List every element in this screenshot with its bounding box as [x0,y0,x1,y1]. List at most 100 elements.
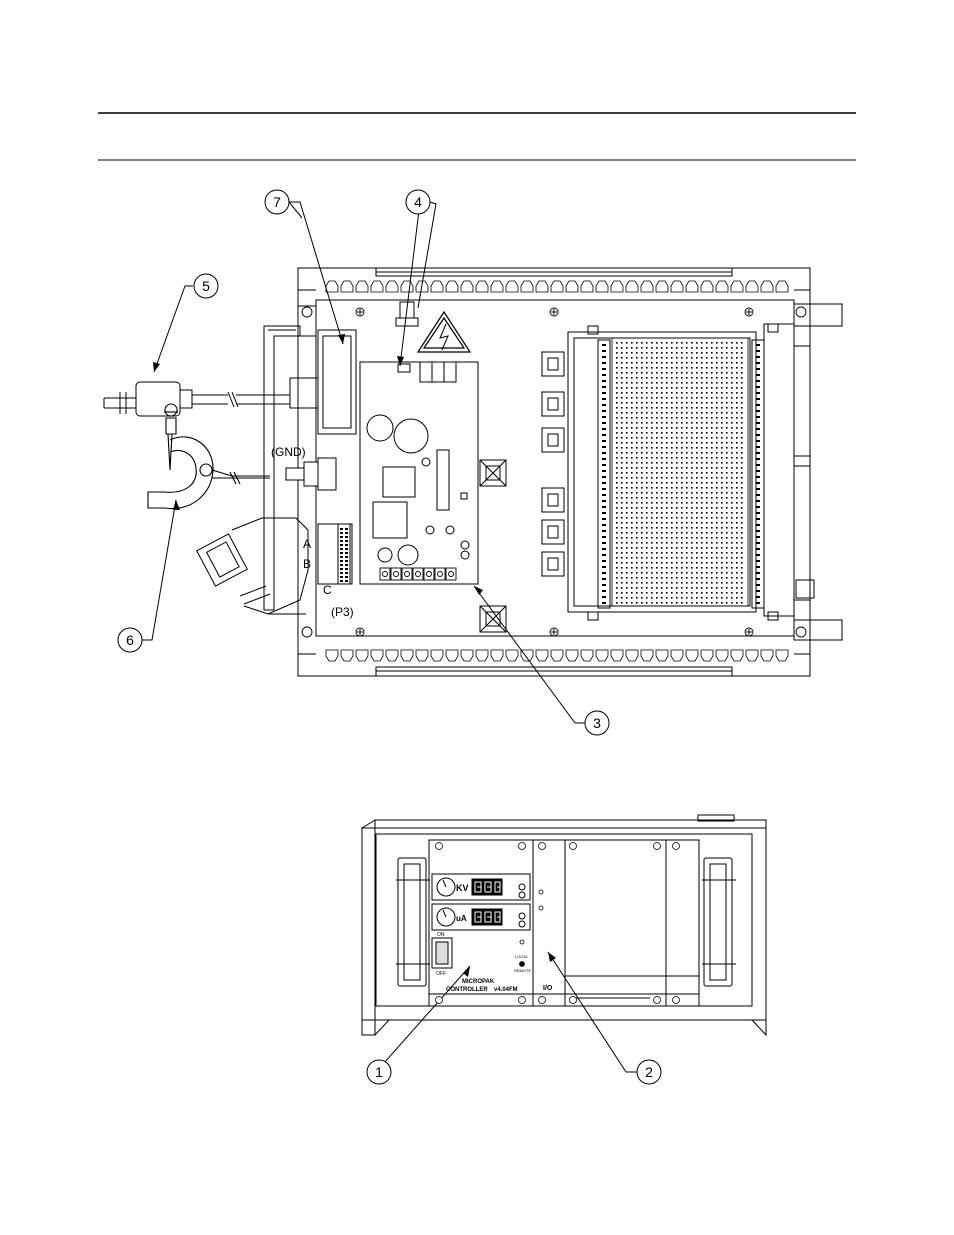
fin [596,281,608,292]
fin [416,650,428,661]
fin [551,281,563,292]
fin [356,281,368,292]
p3-connector-pins [340,528,348,582]
callout-7: 7 [265,190,289,214]
terminal-screw [405,572,410,577]
kv-label: KV [456,883,469,893]
callout-2-label: 2 [645,1064,653,1080]
fin [431,650,443,661]
fin [641,650,653,661]
cooling-fins-bottom [326,650,788,661]
hv-output-connectors [542,352,564,576]
fin [686,650,698,661]
chassis-top-view [298,268,810,676]
fin [746,650,758,661]
fin [491,281,503,292]
callout-6-label: 6 [126,632,134,648]
callout-5-label: 5 [202,278,210,294]
fin [326,650,338,661]
fin [656,650,668,661]
fin [491,650,503,661]
hv-assembly [568,304,842,640]
power-switch[interactable] [432,938,452,968]
fin [761,650,773,661]
fin [671,281,683,292]
terminal-screw [416,572,421,577]
fin [626,650,638,661]
fuse-block [396,302,456,382]
pin-pattern [340,528,348,582]
terminal-screw [438,572,443,577]
cable-tie-mounts [480,460,506,632]
fin [566,650,578,661]
fin [551,650,563,661]
fin [341,281,353,292]
fin [671,650,683,661]
local-label: LOCAL [515,954,529,959]
fin [536,650,548,661]
fin [371,281,383,292]
model-label: v4.04FM [494,987,518,993]
off-label: OFF [436,971,446,977]
cooling-fins-top [326,281,788,292]
terminal-screw [449,572,454,577]
fin [476,650,488,661]
fin [356,650,368,661]
fin [566,281,578,292]
fin [716,281,728,292]
fin [401,281,413,292]
fin [776,650,788,661]
fin [731,281,743,292]
fin [701,650,713,661]
fin [446,281,458,292]
fin [386,650,398,661]
callout-3-label: 3 [593,715,601,731]
terminal-screw [383,572,388,577]
label-c: C [323,583,332,597]
fin [761,281,773,292]
ua-label: uA [456,914,467,923]
hv-grille-perforations [616,342,743,604]
fin [461,650,473,661]
fin [716,650,728,661]
fin [506,650,518,661]
fin [431,281,443,292]
fin [596,650,608,661]
fin [446,650,458,661]
fin [506,281,518,292]
label-p3: (P3) [331,605,354,619]
fin [626,281,638,292]
fin [581,650,593,661]
callout-4: 4 [406,190,430,214]
chassis-front-view [362,815,766,1035]
fin [641,281,653,292]
label-gnd: (GND) [271,445,306,459]
callout-3: 3 [585,711,609,735]
callout-6: 6 [118,628,142,652]
label-b: B [303,557,311,571]
fin [746,281,758,292]
label-a: A [303,537,311,551]
remote-label: REMOTE [514,968,531,973]
ground-clamp [148,404,270,509]
callout-7-label: 7 [273,194,281,210]
terminal-strip [380,568,456,580]
terminal-screw [427,572,432,577]
fin [476,281,488,292]
callout-1: 1 [367,1060,391,1084]
brand-label: MICROPAK [462,979,495,985]
fin [386,281,398,292]
fin [461,281,473,292]
callout-leaders [142,202,637,1072]
fin [521,281,533,292]
fin [326,281,338,292]
fin [731,650,743,661]
on-label: ON [437,932,445,938]
fin [701,281,713,292]
fin [611,281,623,292]
fin [776,281,788,292]
ground-stud [286,458,336,490]
fin [341,650,353,661]
fin [611,650,623,661]
